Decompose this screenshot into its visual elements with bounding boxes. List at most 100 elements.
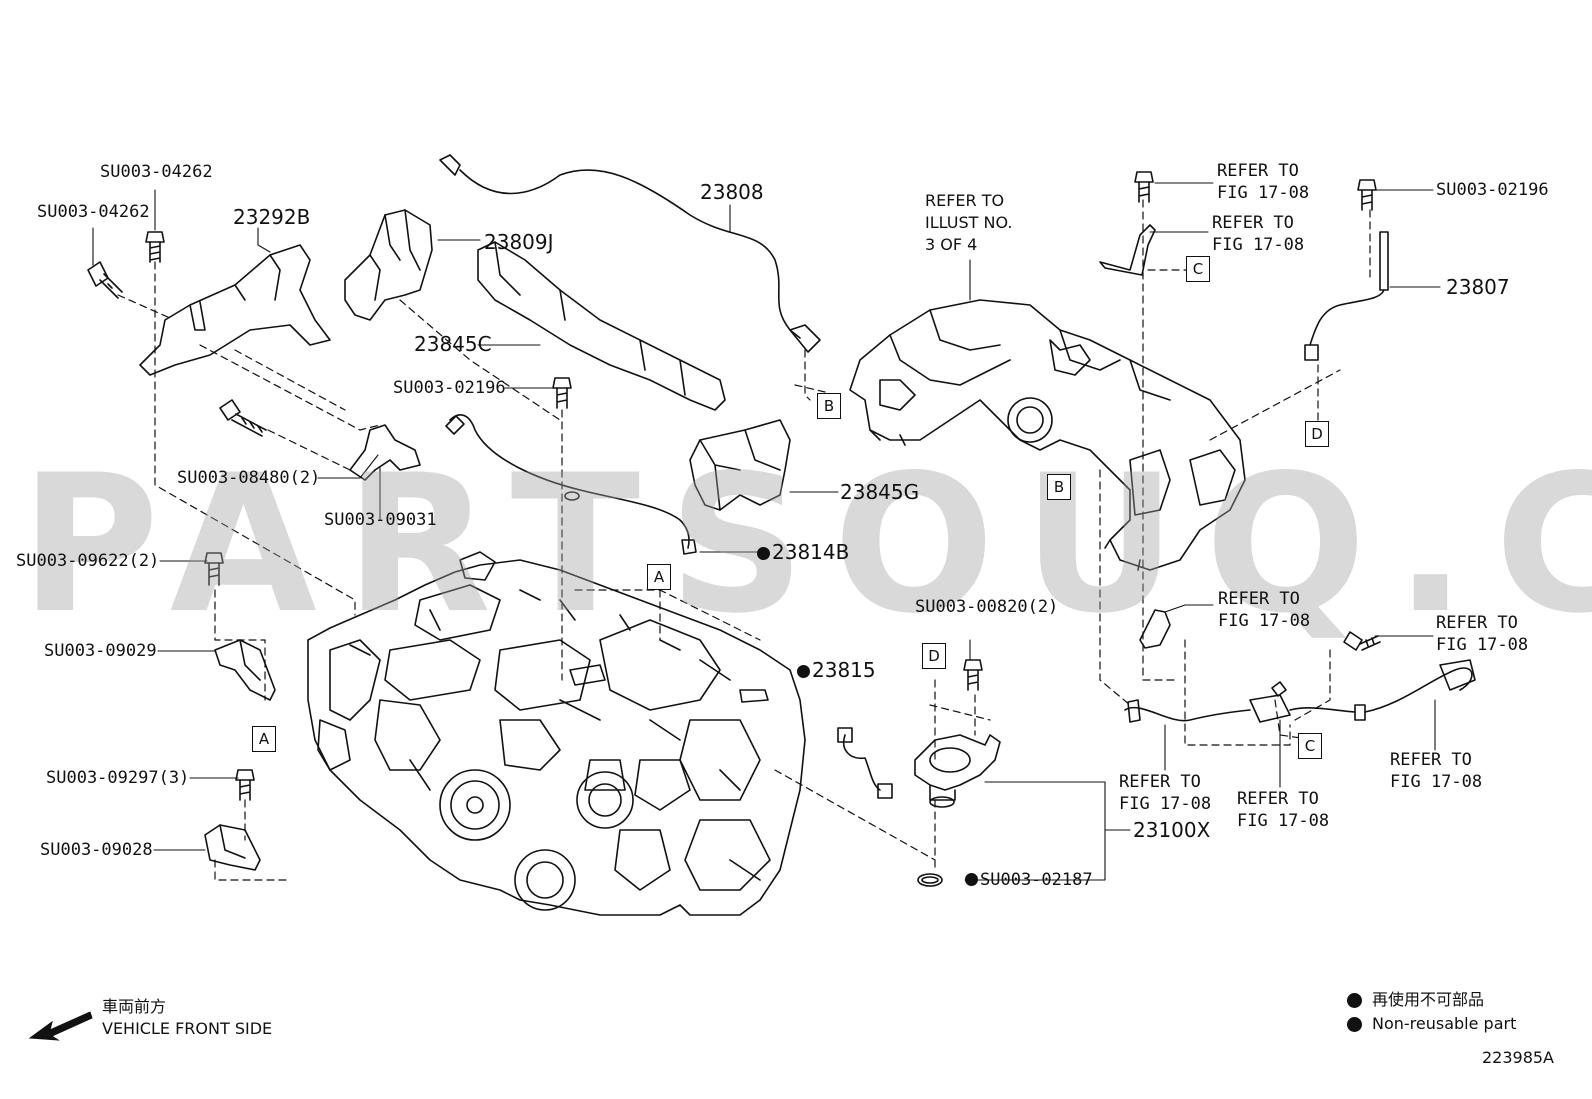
label-su003-09031: SU003-09031 [324,510,437,530]
label-23815-text: 23815 [812,658,876,682]
refer-line: REFER TO [1237,789,1319,809]
leader-lines [92,182,1441,881]
bolt-su003-09622 [204,552,224,586]
label-23809J: 23809J [484,230,554,254]
label-23807: 23807 [1446,275,1510,299]
refer-line: REFER TO [1436,613,1518,633]
cover-23845C [477,241,726,411]
label-su003-09297: SU003-09297(3) [46,768,190,788]
throttle-body-23100X [914,734,1001,808]
label-su003-02187: SU003-02187 [965,872,1093,889]
refer-line: 3 OF 4 [925,235,978,254]
legend-row-jp: 再使用不可部品 [1347,988,1516,1012]
label-23292B: 23292B [233,205,311,229]
refer-line: FIG 17-08 [1217,183,1310,203]
hose-23807 [1304,231,1389,361]
connector-box-a: A [252,726,276,752]
refer-line: ILLUST NO. [925,213,1013,232]
connector-box-a: A [647,564,671,590]
non-reusable-dot [1347,992,1362,1008]
label-su003-09029: SU003-09029 [44,641,157,661]
non-reusable-dot [797,665,810,678]
figure-number: 223985A [1481,1048,1554,1067]
refer-line: FIG 17-08 [1390,772,1483,792]
label-su003-08480: SU003-08480(2) [177,468,321,488]
bracket-su003-09029 [214,639,276,701]
refer-line: REFER TO [1218,589,1300,609]
refer-line: FIG 17-08 [1212,235,1305,255]
bolt-su003-02196-mid [552,377,572,409]
label-su003-00820: SU003-00820(2) [915,597,1059,617]
bolt-refer-fig-4 [1343,631,1381,651]
refer-line: FIG 17-08 [1119,794,1212,814]
label-su003-02187-text: SU003-02187 [980,870,1093,890]
legend-row-en: Non-reusable part [1347,1012,1516,1036]
label-23814B: 23814B [757,542,849,562]
label-su003-04262-top: SU003-04262 [100,162,213,182]
label-23814B-text: 23814B [772,540,850,564]
refer-fig-note-4: REFER TO FIG 17-08 [1436,612,1528,656]
refer-fig-note-1: REFER TO FIG 17-08 [1217,160,1309,204]
assembly-lines [117,199,1371,881]
bracket-refer-fig-3 [1139,609,1171,649]
bracket-su003-09028 [204,824,261,871]
connector-box-c: C [1298,733,1322,759]
label-su003-02196-right: SU003-02196 [1436,180,1549,200]
hose-23814B [445,414,697,555]
refer-line: FIG 17-08 [1237,811,1330,831]
label-23815: 23815 [797,660,876,680]
bolt-su003-04262-left [87,261,123,299]
refer-fig-note-3: REFER TO FIG 17-08 [1218,588,1310,632]
label-23845C: 23845C [414,332,492,356]
purge-valve [1124,659,1476,723]
refer-line: FIG 17-08 [1218,611,1311,631]
refer-fig-note-5: REFER TO FIG 17-08 [1390,749,1482,793]
refer-line: REFER TO [925,191,1005,210]
non-reusable-dot [965,873,978,886]
label-su003-09622: SU003-09622(2) [16,551,160,571]
non-reusable-dot [1347,1016,1362,1032]
label-su003-02196-mid: SU003-02196 [393,378,506,398]
refer-fig-note-7: REFER TO FIG 17-08 [1237,788,1329,832]
cover-23845G [689,419,791,511]
label-su003-04262-left: SU003-04262 [37,202,150,222]
engine-block [307,551,806,916]
clip-refer-fig-2 [1099,224,1156,276]
bolt-su003-08480 [219,399,267,437]
intake-manifold [849,299,1246,571]
legend-en-text: Non-reusable part [1372,1014,1517,1033]
refer-fig-note-6: REFER TO FIG 17-08 [1119,771,1211,815]
non-reusable-dot [757,547,770,560]
vehicle-front-jp: 車両前方 [102,997,167,1016]
bolt-refer-fig-1 [1134,171,1154,203]
bolt-su003-09297 [235,769,255,801]
connector-box-c: C [1186,256,1210,282]
connector-box-b: B [1047,474,1071,500]
cover-23809J [344,209,433,321]
legend-jp-text: 再使用不可部品 [1372,990,1485,1009]
refer-line: REFER TO [1119,772,1201,792]
bolt-su003-02196-right [1357,179,1377,211]
refer-illust-note: REFER TO ILLUST NO. 3 OF 4 [925,190,1012,256]
refer-fig-note-2: REFER TO FIG 17-08 [1212,212,1304,256]
label-23100X: 23100X [1133,818,1211,842]
connector-box-d: D [1305,421,1329,447]
refer-line: FIG 17-08 [1436,635,1529,655]
label-su003-09028: SU003-09028 [40,840,153,860]
connector-box-d: D [922,643,946,669]
refer-line: REFER TO [1217,161,1299,181]
label-23845G: 23845G [840,480,920,504]
connector-box-b: B [817,393,841,419]
vehicle-front-label: 車両前方 VEHICLE FRONT SIDE [102,996,272,1040]
harness-23815 [837,727,893,799]
vehicle-front-en: VEHICLE FRONT SIDE [102,1019,273,1038]
bolt-su003-04262-top [145,231,165,263]
bolt-su003-00820 [963,659,983,691]
vehicle-front-arrow-icon [28,1011,93,1041]
refer-line: REFER TO [1212,213,1294,233]
bracket-su003-09031 [349,424,421,481]
label-23808: 23808 [700,180,764,204]
refer-line: REFER TO [1390,750,1472,770]
harness-23808 [439,154,821,353]
